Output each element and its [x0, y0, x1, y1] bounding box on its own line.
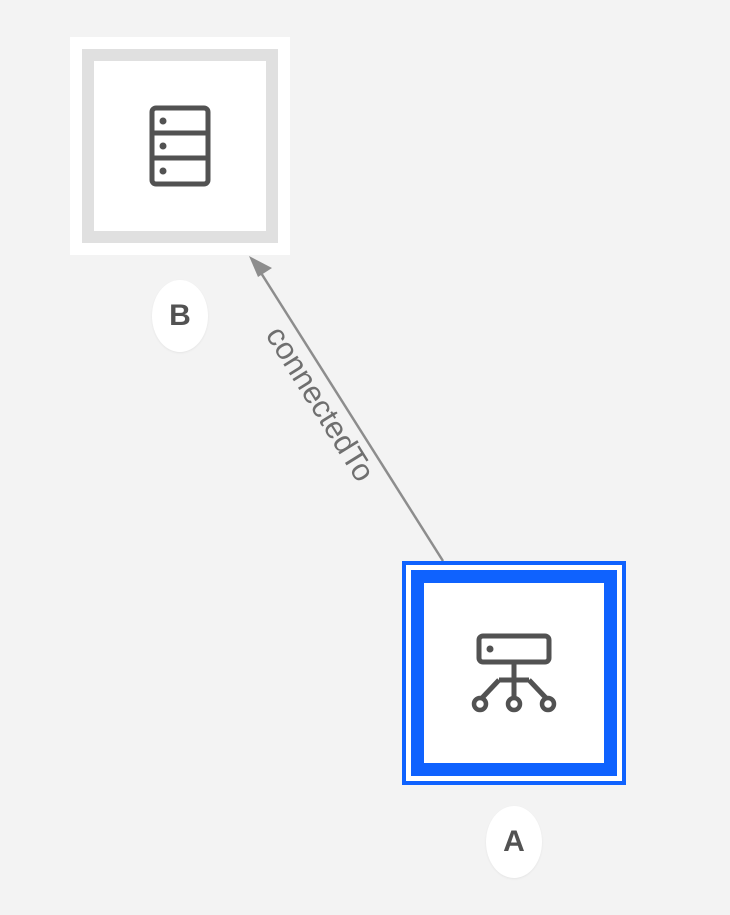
node-b[interactable]: [70, 37, 290, 255]
edge-arrowhead: [249, 256, 272, 277]
edge-a-to-b[interactable]: [254, 264, 445, 562]
node-a-frame: [411, 570, 617, 776]
network-router-icon: [469, 632, 559, 714]
node-a[interactable]: [402, 561, 626, 785]
node-b-frame: [82, 49, 278, 243]
node-b-label: B: [152, 280, 208, 352]
server-rack-icon: [148, 104, 212, 188]
node-a-label: A: [486, 806, 542, 878]
